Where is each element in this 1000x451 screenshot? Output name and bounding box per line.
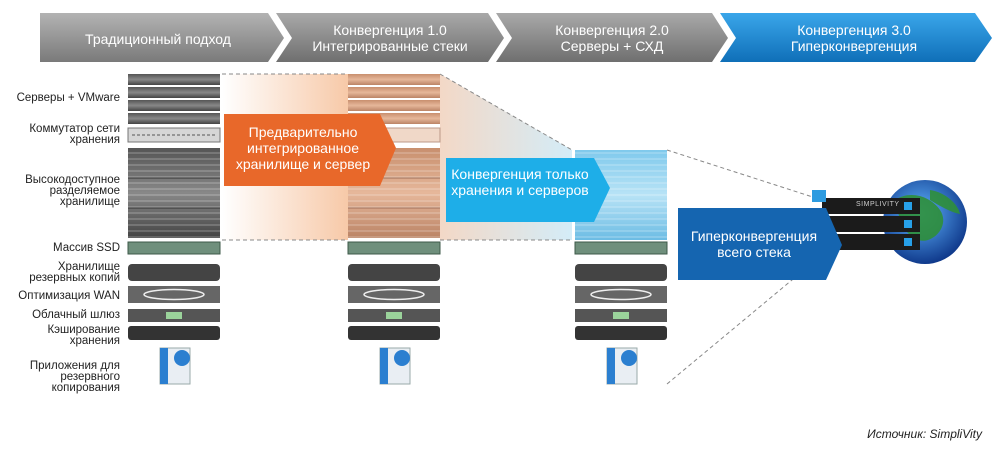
callout-integrated: Предварительно интегрированное хранилище… <box>235 124 371 172</box>
callout-storage-server: Конвергенция только хранения и серверов <box>451 166 589 198</box>
stage-label-3: Конвергенция 2.0 Серверы + СХД <box>555 22 669 54</box>
callout-arrow-cyan <box>446 158 610 222</box>
stage-label-2: Конвергенция 1.0 Интегрированные стеки <box>312 22 468 54</box>
stage-label-4: Конвергенция 3.0 Гиперконвергенция <box>790 22 918 54</box>
callout-hyper: Гиперконвергенция всего стека <box>690 228 818 260</box>
stage-arrow-1 <box>40 13 284 62</box>
row-label-backup-apps: Приложения для резервного копирования <box>29 360 120 394</box>
row-label-cache: Кэширование хранения <box>47 324 120 347</box>
stage-arrow-3 <box>496 13 728 62</box>
row-label-servers: Серверы + VMware <box>16 92 120 104</box>
stage-arrow-2 <box>276 13 504 62</box>
stage-label-1: Традиционный подход <box>85 31 231 47</box>
node-brand-label: SIMPLIVITY <box>856 201 900 208</box>
row-label-wan: Оптимизация WAN <box>18 290 120 302</box>
row-label-cloud-gateway: Облачный шлюз <box>32 309 120 321</box>
row-label-san-switch: Коммутатор сети хранения <box>29 123 120 146</box>
callout-arrow-orange <box>224 114 396 186</box>
callout-arrow-navy <box>678 208 842 280</box>
stage-arrow-4 <box>720 13 992 62</box>
hyperconverged-nodes <box>812 190 920 250</box>
row-label-backup-storage: Хранилище резервных копий <box>29 261 120 284</box>
column-traditional <box>127 74 221 385</box>
source-note: Источник: SimpliVity <box>867 427 982 441</box>
row-label-shared-storage: Высокодоступное разделяемое хранилище <box>25 174 120 208</box>
row-label-ssd: Массив SSD <box>53 242 120 254</box>
